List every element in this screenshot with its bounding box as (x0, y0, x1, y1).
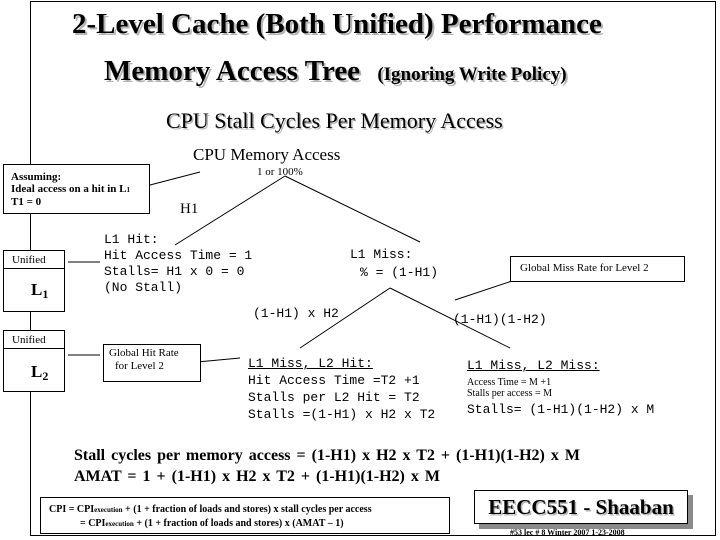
l2-hit-line1: L1 Miss, L2 Hit: (248, 356, 373, 371)
slide-title: 2-Level Cache (Both Unified) Performance (72, 8, 602, 40)
global-hit-rate-box (103, 344, 201, 382)
title-main: Memory Access Tree (104, 55, 361, 87)
l2-name: L2 (31, 362, 49, 383)
l1-hit-line2: Hit Access Time = 1 (104, 248, 253, 263)
assumptions-box (3, 164, 150, 214)
amat-formula: AMAT = 1 + (1-H1) x H2 x T2 + (1-H1)(1-H… (74, 468, 440, 485)
cpi-text: CPI = CPIexecution + (1 + fraction of lo… (49, 503, 372, 531)
l2-type-strip (3, 330, 65, 349)
l1-type-strip (3, 250, 65, 269)
miss-to-l2-hit-edge (299, 287, 391, 349)
l1-hit-line3: Stalls= H1 x 0 = 0 (104, 264, 245, 279)
l2-hit-line2: Hit Access Time =T2 +1 (248, 373, 420, 388)
l2-type: Unified (12, 334, 46, 346)
course-badge: EECC551 - Shaaban (474, 490, 688, 524)
root-probability: 1 or 100% (257, 166, 303, 178)
miss-to-l2-miss-edge (389, 287, 511, 349)
l2-miss-node: L1 Miss, L2 Miss: Access Time = M +1 Sta… (467, 358, 654, 417)
assumptions-text: Assuming: Ideal access on a hit in L1 T1… (11, 171, 130, 208)
global-hit-rate-label: Global Hit Rate for Level 2 (109, 347, 179, 373)
cpi-line1: CPI = CPIexecution + (1 + fraction of lo… (49, 504, 372, 515)
l1-name: L1 (31, 280, 49, 301)
root-to-l1-miss-edge (284, 175, 421, 243)
l1-miss-line1: L1 Miss: (350, 247, 413, 262)
l2-miss-probability: (1-H1)(1-H2) (453, 312, 547, 327)
l1-hit-line4: (No Stall) (104, 280, 183, 295)
cpi-box (40, 497, 450, 534)
slide-subtitle: CPU Stall Cycles Per Memory Access (166, 108, 503, 133)
assumption-line1: Assuming: (11, 171, 62, 183)
title-paren: (Ignoring Write Policy) (377, 64, 567, 85)
l1-miss-line2: % = (1-H1) (360, 265, 439, 280)
global-miss-rate-box (510, 256, 685, 282)
l2-hit-line4: Stalls =(1-H1) x H2 x T2 (248, 407, 436, 422)
assumption-line3: T1 = 0 (11, 196, 42, 208)
global-miss-rate-label: Global Miss Rate for Level 2 (520, 262, 649, 274)
l1-miss-node: L1 Miss: % = (1-H1) (350, 246, 438, 282)
global-miss-pointer (454, 279, 516, 301)
global-hit-rate-line2: for Level 2 (115, 360, 164, 372)
l2-miss-line2: Access Time = M +1 (467, 377, 552, 388)
l2-hit-probability: (1-H1) x H2 (253, 306, 339, 321)
l2-miss-line3: Stalls per access = M (467, 388, 553, 399)
l2-hit-line3: Stalls per L2 Hit = T2 (248, 390, 420, 405)
global-hit-rate-line1: Global Hit Rate (109, 347, 179, 359)
tree-root: CPU Memory Access (193, 145, 341, 164)
l1-hit-node: L1 Hit: Hit Access Time = 1 Stalls= H1 x… (104, 232, 252, 296)
cpi-line2: = CPIexecution + (1 + fraction of loads … (80, 518, 344, 529)
stall-cycles-formula: Stall cycles per memory access = (1-H1) … (74, 447, 580, 464)
l1-type: Unified (12, 254, 46, 266)
slide-title-line2: Memory Access Tree (Ignoring Write Polic… (104, 55, 567, 88)
h1-label: H1 (180, 201, 199, 217)
assumption-line2: Ideal access on a hit in L1 (11, 183, 131, 195)
footer-note: #53 lec # 8 Winter 2007 1-23-2008 (510, 528, 625, 537)
root-to-l1-hit-edge (174, 175, 286, 246)
l2-miss-line4: Stalls= (1-H1)(1-H2) x M (467, 402, 655, 417)
l2-hit-node: L1 Miss, L2 Hit: Hit Access Time =T2 +1 … (248, 355, 435, 423)
l1-hit-line1: L1 Hit: (104, 232, 159, 247)
l2-miss-line1: L1 Miss, L2 Miss: (467, 358, 600, 373)
assumption-pointer (149, 171, 201, 186)
